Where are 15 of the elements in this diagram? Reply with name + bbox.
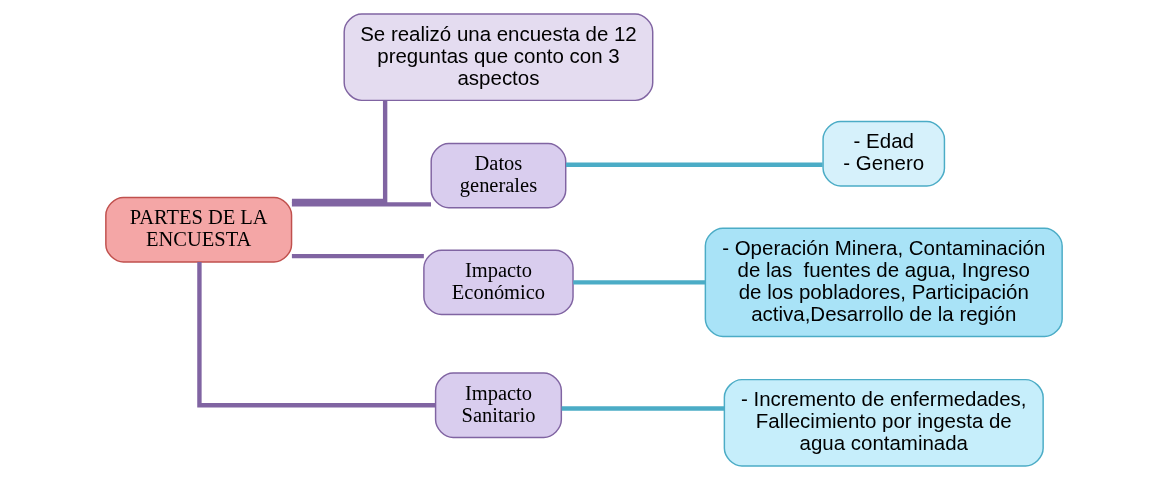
node-box: Impacto Económico — [422, 249, 574, 316]
node-box: Datos generales — [429, 142, 566, 209]
node-box: - Operación Minera, Contaminación de las fuentes de agua, Ingreso de los pobladores, Participación activa,Desarrollo de la región — [704, 227, 1063, 338]
connector — [196, 261, 435, 408]
connector — [291, 253, 424, 259]
connector — [561, 406, 724, 411]
connector — [291, 100, 387, 204]
connector — [572, 280, 705, 285]
node-box: PARTES DE LA ENCUESTA — [104, 196, 292, 263]
node-box: - Edad - Genero — [821, 120, 945, 187]
connector — [291, 202, 431, 207]
node-box: Impacto Sanitario — [434, 372, 562, 439]
node-box: - Incremento de enfermedades, Fallecimiento por ingesta de agua contaminada — [723, 378, 1044, 467]
node-box: Se realizó una encuesta de 12 preguntas que conto con 3 aspectos — [342, 13, 653, 102]
connector — [565, 162, 823, 167]
